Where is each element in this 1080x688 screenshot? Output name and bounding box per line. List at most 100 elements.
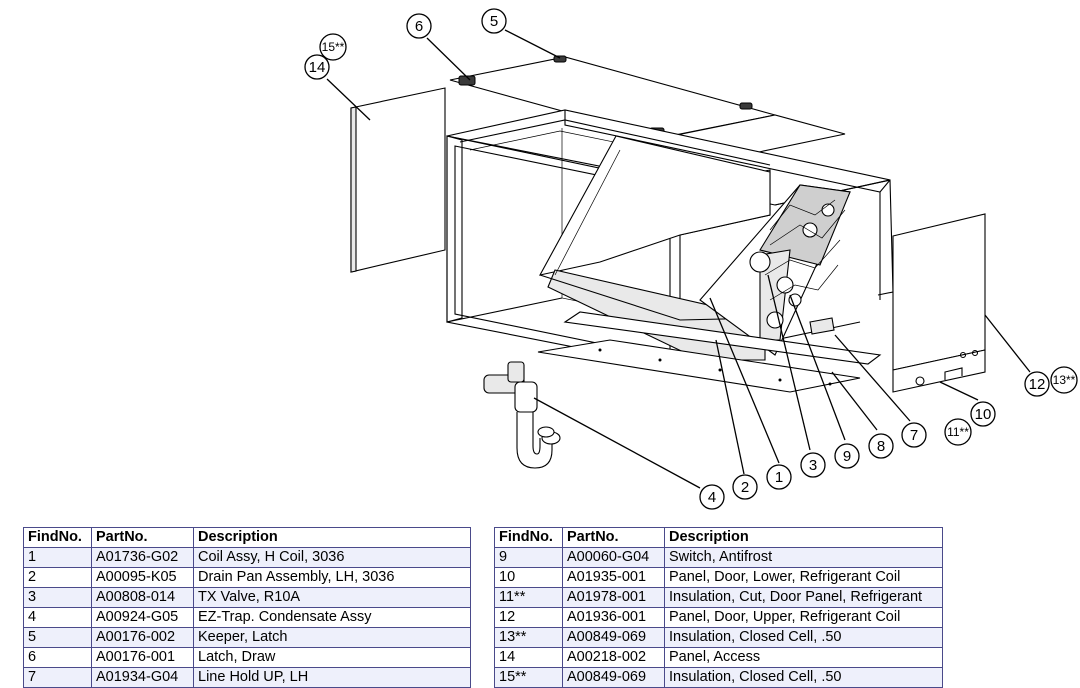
callout-12: 12 [1024, 371, 1050, 397]
callout-3: 3 [800, 452, 826, 478]
partno-cell: A00176-002 [91, 627, 194, 648]
findno-cell: 11** [494, 587, 563, 608]
description-cell: Insulation, Closed Cell, .50 [664, 627, 943, 648]
svg-text:15**: 15** [322, 40, 345, 54]
description-cell: Drain Pan Assembly, LH, 3036 [193, 567, 471, 588]
findno-cell: 9 [494, 547, 563, 568]
partno-cell: A01736-G02 [91, 547, 194, 568]
header-findno: FindNo. [23, 527, 92, 548]
findno-cell: 3 [23, 587, 92, 608]
svg-text:4: 4 [708, 489, 716, 506]
partno-cell: A00849-069 [562, 667, 665, 688]
svg-text:7: 7 [910, 427, 918, 444]
callout-1: 1 [766, 464, 792, 490]
description-cell: Keeper, Latch [193, 627, 471, 648]
svg-text:8: 8 [877, 438, 885, 455]
coil-assembly [699, 184, 851, 356]
findno-cell: 7 [23, 667, 92, 688]
partno-cell: A00218-002 [562, 647, 665, 668]
description-cell: Switch, Antifrost [664, 547, 943, 568]
findno-cell: 1 [23, 547, 92, 568]
description-cell: Insulation, Closed Cell, .50 [664, 667, 943, 688]
findno-cell: 13** [494, 627, 563, 648]
description-cell: Coil Assy, H Coil, 3036 [193, 547, 471, 568]
header-partno: PartNo. [562, 527, 665, 548]
svg-text:10: 10 [975, 406, 992, 423]
description-cell: Panel, Door, Lower, Refrigerant Coil [664, 567, 943, 588]
partno-cell: A00849-069 [562, 627, 665, 648]
exploded-parts-diagram: 1 2 3 4 5 6 7 8 9 10 11** 12 13** 14 15*… [304, 8, 1078, 510]
leader-lines [326, 29, 1031, 489]
table-header-row: FindNo. PartNo. Description [23, 527, 471, 548]
partno-cell: A00060-G04 [562, 547, 665, 568]
svg-text:13**: 13** [1053, 373, 1076, 387]
ez-trap-assembly [483, 361, 561, 469]
svg-text:3: 3 [809, 457, 817, 474]
findno-cell: 5 [23, 627, 92, 648]
findno-cell: 2 [23, 567, 92, 588]
findno-cell: 12 [494, 607, 563, 628]
header-description: Description [193, 527, 471, 548]
partno-cell: A01936-001 [562, 607, 665, 628]
description-cell: Panel, Door, Upper, Refrigerant Coil [664, 607, 943, 628]
callout-9: 9 [834, 443, 860, 469]
svg-text:11**: 11** [947, 425, 969, 439]
callout-15: 15** [319, 33, 347, 61]
svg-text:14: 14 [309, 59, 326, 76]
description-cell: EZ-Trap. Condensate Assy [193, 607, 471, 628]
description-cell: TX Valve, R10A [193, 587, 471, 608]
access-panel-left [350, 87, 446, 273]
partno-cell: A00176-001 [91, 647, 194, 668]
header-findno: FindNo. [494, 527, 563, 548]
description-cell: Line Hold UP, LH [193, 667, 471, 688]
partno-cell: A01934-G04 [91, 667, 194, 688]
callout-14: 14 [304, 54, 330, 80]
svg-text:2: 2 [741, 479, 749, 496]
description-cell: Latch, Draw [193, 647, 471, 668]
svg-text:12: 12 [1029, 376, 1046, 393]
table-header-row: FindNo. PartNo. Description [494, 527, 943, 548]
callout-4: 4 [699, 484, 725, 510]
callout-13: 13** [1050, 366, 1078, 394]
findno-cell: 4 [23, 607, 92, 628]
svg-text:5: 5 [490, 13, 498, 30]
partno-cell: A01978-001 [562, 587, 665, 608]
svg-text:1: 1 [775, 469, 783, 486]
callout-5: 5 [481, 8, 507, 34]
top-cover-panel [449, 55, 846, 158]
header-description: Description [664, 527, 943, 548]
partno-cell: A00808-014 [91, 587, 194, 608]
partno-cell: A00095-K05 [91, 567, 194, 588]
callout-6: 6 [406, 13, 432, 39]
findno-cell: 10 [494, 567, 563, 588]
svg-text:6: 6 [415, 18, 423, 35]
header-partno: PartNo. [91, 527, 194, 548]
partno-cell: A00924-G05 [91, 607, 194, 628]
findno-cell: 15** [494, 667, 563, 688]
callout-11: 11** [944, 418, 972, 446]
callout-8: 8 [868, 433, 894, 459]
findno-cell: 6 [23, 647, 92, 668]
callout-10: 10 [970, 401, 996, 427]
description-cell: Panel, Access [664, 647, 943, 668]
callout-2: 2 [732, 474, 758, 500]
description-cell: Insulation, Cut, Door Panel, Refrigerant [664, 587, 943, 608]
svg-text:9: 9 [843, 448, 851, 465]
callout-7: 7 [901, 422, 927, 448]
findno-cell: 14 [494, 647, 563, 668]
